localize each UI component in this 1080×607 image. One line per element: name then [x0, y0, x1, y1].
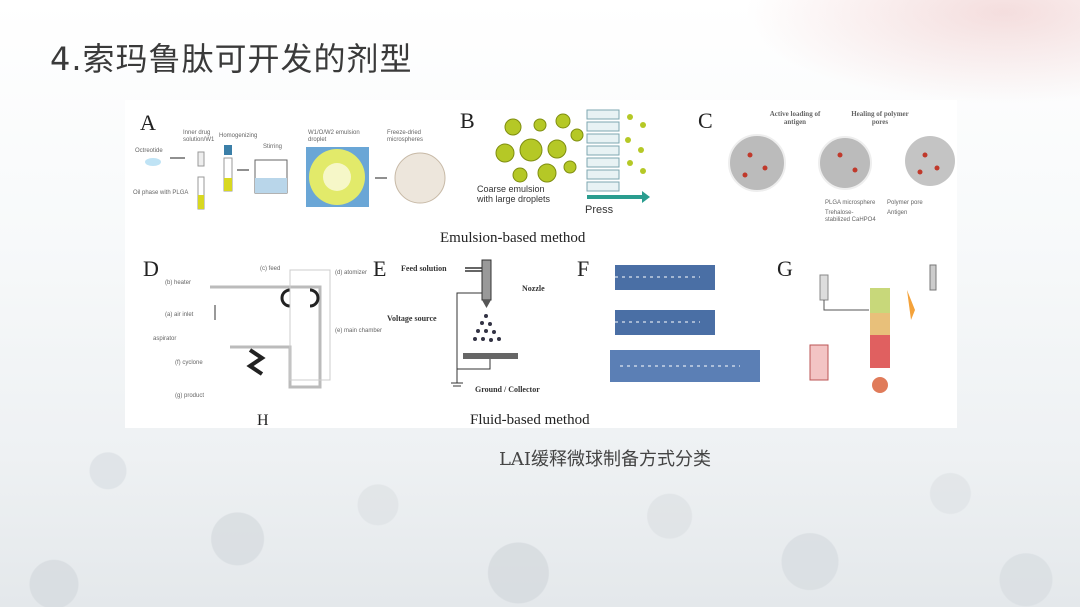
panel-g-letter: G	[777, 256, 793, 281]
panel-a-label: Octreotide	[135, 148, 163, 154]
panel-d-label: (c) feed	[260, 266, 281, 272]
section-label-emulsion: Emulsion-based method	[440, 230, 586, 246]
panel-c-label: Polymer pore	[887, 200, 923, 206]
panel-e-ground-label: Ground / Collector	[475, 385, 540, 394]
panel-c-label: Trehalose-stabilized CaHPO4	[825, 210, 876, 223]
panel-a-label: W1/O/W2 emulsion droplet	[308, 130, 360, 143]
section-label-fluid: Fluid-based method	[470, 412, 590, 428]
panel-e-nozzle-label: Nozzle	[522, 284, 545, 293]
panel-d-label: (a) air inlet	[165, 312, 194, 318]
panel-a-label: Homogenizing	[219, 133, 258, 139]
panel-d-label: (f) cyclone	[175, 360, 203, 366]
panel-b-diagram	[495, 109, 650, 203]
panel-e-feed-label: Feed solution	[401, 264, 447, 273]
panel-e-diagram	[451, 259, 518, 387]
panel-a-label: Inner drug solution/W1	[183, 130, 215, 143]
panel-d-label: (e) main chamber	[335, 328, 383, 334]
panel-a-label: Stirring	[263, 144, 283, 150]
panel-d-label: (g) product	[175, 393, 205, 399]
panel-g-diagram	[809, 264, 937, 393]
figure-microsphere-methods: A Octreotide Inner drug solution/W1 Homo…	[125, 100, 957, 429]
panel-c-label: Healing of polymer pores	[851, 110, 909, 126]
panel-e-voltage-label: Voltage source	[387, 314, 437, 323]
panel-f-diagram	[610, 265, 760, 382]
panel-a-letter: A	[140, 110, 156, 135]
panel-d-letter: D	[143, 256, 159, 281]
panel-a-label: Freeze-dried microspheres	[387, 130, 424, 143]
stray-glyph: H	[257, 412, 269, 429]
figure-caption: LAI缓释微球制备方式分类	[498, 449, 712, 470]
panel-f-letter: F	[577, 256, 590, 281]
panel-b-coarse-label: Coarse emulsion with large droplets	[477, 184, 551, 204]
slide-title: 4.索玛鲁肽可开发的剂型	[50, 40, 413, 78]
panel-c-label: PLGA microsphere	[825, 200, 876, 206]
panel-c-letter: C	[698, 108, 713, 133]
panel-b-press-label: Press	[585, 204, 614, 216]
panel-d-diagram	[210, 269, 331, 389]
panel-c-diagram	[728, 134, 955, 192]
panel-d-label: (d) atomizer	[335, 270, 368, 276]
panel-c-label: Active loading of antigen	[769, 110, 821, 126]
panel-d-label: (b) heater	[165, 280, 192, 286]
panel-b-letter: B	[460, 108, 475, 133]
panel-a-label: Oil phase with PLGA	[133, 190, 189, 196]
panel-d-label: aspirator	[153, 336, 177, 342]
panel-c-label: Antigen	[887, 210, 908, 216]
panel-a-diagram	[145, 145, 446, 210]
panel-e-letter: E	[373, 256, 387, 281]
